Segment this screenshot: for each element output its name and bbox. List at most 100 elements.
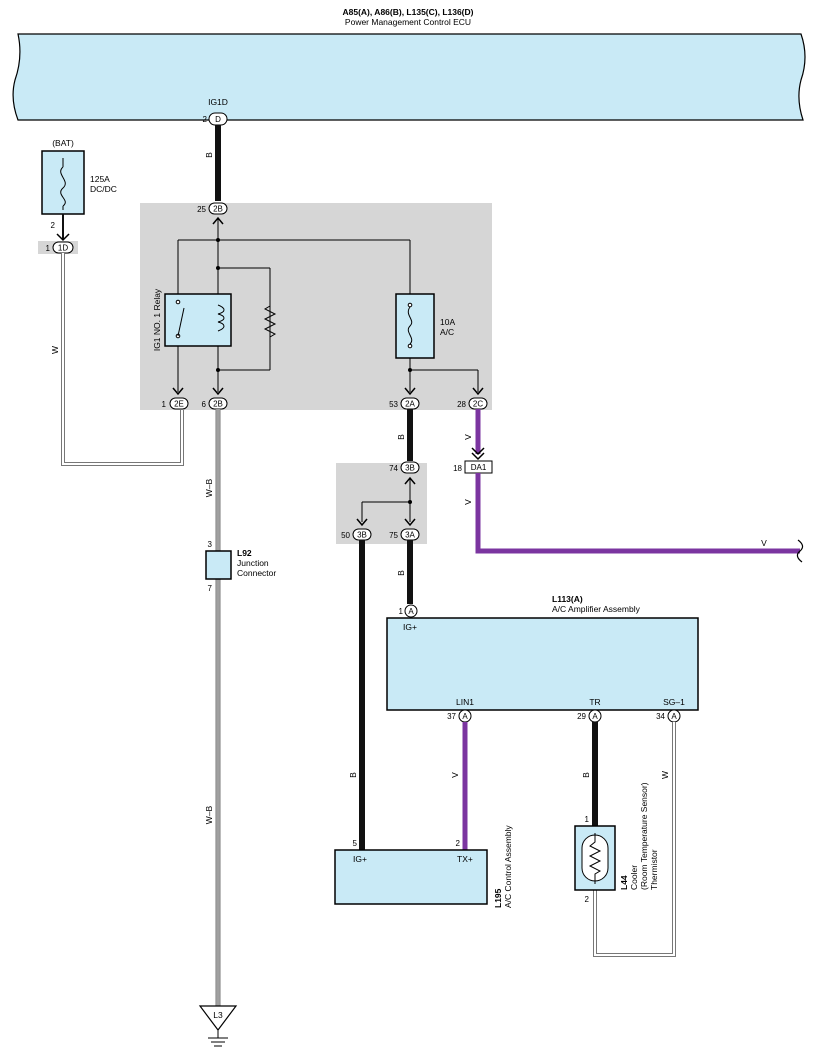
- connector-53-num: 53: [389, 400, 398, 409]
- svg-text:3A: 3A: [405, 531, 415, 540]
- svg-text:A: A: [408, 607, 414, 616]
- connector-da1: DA1: [464, 460, 493, 474]
- svg-text:A: A: [592, 712, 598, 721]
- connector-50-num: 50: [341, 531, 350, 540]
- amp-box: [386, 617, 699, 711]
- fuse-bat-name: DC/DC: [90, 184, 117, 194]
- connector-75-num: 75: [389, 531, 398, 540]
- fuse-ac-box: [395, 293, 435, 359]
- amp-name: A/C Amplifier Assembly: [552, 604, 641, 614]
- amp-lin1-label: LIN1: [456, 697, 474, 707]
- fuse-ac-rating: 10A: [440, 317, 455, 327]
- l195-tx-label: TX+: [457, 854, 473, 864]
- connector-25-2b: 2B: [208, 202, 228, 215]
- wire-b-label-5: B: [581, 772, 591, 778]
- l92-line2: Connector: [237, 568, 276, 578]
- connector-1d-num: 1: [46, 244, 51, 253]
- fuse-bat-rating: 125A: [90, 174, 110, 184]
- connector-amp-ig: A: [404, 604, 418, 618]
- wire-w-sg-inner: [594, 722, 675, 956]
- ecu-terminal-label: IG1D: [208, 97, 228, 107]
- connector-1d: 1D: [52, 241, 74, 254]
- node-4: [408, 368, 412, 372]
- connector-6-2b: 2B: [208, 397, 228, 410]
- bat-label: (BAT): [52, 138, 74, 148]
- wire-b-label-4: B: [348, 772, 358, 778]
- wire-b-label-2: B: [396, 434, 406, 440]
- l195-pin-ig: 5: [353, 839, 358, 848]
- arrow-2c: [472, 387, 484, 396]
- wire-v-label-4: V: [450, 772, 460, 778]
- ecu-codes: A85(A), A86(B), L135(C), L136(D): [343, 7, 474, 17]
- arrow-50: [356, 518, 368, 527]
- wire-wb-label-2: W–B: [204, 805, 214, 824]
- wire-break-icon: [796, 539, 804, 563]
- relay-label: IG1 NO. 1 Relay: [152, 288, 162, 351]
- svg-text:2C: 2C: [473, 400, 483, 409]
- l195-ig-label: IG+: [353, 854, 367, 864]
- svg-text:2E: 2E: [174, 400, 184, 409]
- svg-text:DA1: DA1: [471, 463, 487, 472]
- ground-triangle: [198, 1005, 238, 1031]
- wire-wb-label-1: W–B: [204, 478, 214, 497]
- l44-line1: Cooler: [629, 865, 639, 890]
- fuse-bat-icon: [60, 158, 66, 210]
- arrow-2a: [404, 387, 416, 396]
- l195-box: [334, 849, 488, 905]
- node-3: [216, 368, 220, 372]
- wire-w-loop-inner: [62, 253, 183, 465]
- fuse-bat-pin: 2: [51, 221, 56, 230]
- svg-text:A: A: [462, 712, 468, 721]
- l44-code: L44: [619, 875, 629, 890]
- wire-v-label-3: V: [761, 538, 767, 548]
- thermistor-icon: [588, 833, 602, 884]
- wire-w-label: W: [50, 346, 60, 354]
- connector-amp-sg: A: [667, 709, 681, 723]
- connector-amp-tr: A: [588, 709, 602, 723]
- connector-6-num: 6: [202, 400, 207, 409]
- wire-b-label-3: B: [396, 570, 406, 576]
- ecu-pin-number: 2: [203, 115, 208, 124]
- ecu-name: Power Management Control ECU: [345, 17, 471, 27]
- connector-50-3b: 3B: [352, 528, 372, 541]
- resistor-icon: [263, 302, 277, 342]
- connector-28-num: 28: [457, 400, 466, 409]
- svg-text:D: D: [215, 115, 221, 124]
- ecu-box: [12, 33, 806, 121]
- connector-74-num: 74: [389, 464, 398, 473]
- wire-v-da1-offpage: [475, 473, 800, 554]
- l44-line2: (Room Temperature Sensor): [639, 782, 649, 890]
- svg-text:1D: 1D: [58, 244, 68, 253]
- ground-icon: [208, 1030, 228, 1047]
- l195-name: A/C Control Assembly: [503, 825, 513, 908]
- l44-pin-top: 1: [585, 815, 590, 824]
- fuse-ac-icon: [407, 302, 413, 349]
- connector-75-3a: 3A: [400, 528, 420, 541]
- ground-label: L3: [213, 1010, 223, 1020]
- connector-28-2c: 2C: [468, 397, 488, 410]
- l92-code: L92: [237, 548, 252, 558]
- wire-v-label-1: V: [463, 434, 473, 440]
- relay-box: [164, 293, 232, 347]
- connector-53-2a: 2A: [400, 397, 420, 410]
- svg-text:3B: 3B: [357, 531, 367, 540]
- da1-num: 18: [453, 464, 462, 473]
- arrow-2e: [172, 387, 184, 396]
- svg-text:2B: 2B: [213, 205, 223, 214]
- l44-line3: Thermistor: [649, 849, 659, 890]
- connector-1-num: 1: [162, 400, 167, 409]
- wire-b-label-1: B: [204, 152, 214, 158]
- arrow-1d: [56, 233, 70, 242]
- svg-text:2B: 2B: [213, 400, 223, 409]
- amp-ig-label: IG+: [403, 622, 417, 632]
- wire-w-label-2: W: [660, 771, 670, 779]
- fuse-ac-name: A/C: [440, 327, 454, 337]
- l92-line1: Junction: [237, 558, 269, 568]
- arrow-2b-6: [212, 387, 224, 396]
- arrow-da1-a: [471, 447, 485, 456]
- connector-74-3b: 3B: [400, 461, 420, 474]
- node-1: [216, 238, 220, 242]
- connector-amp-lin1: A: [458, 709, 472, 723]
- arrow-da1-b: [471, 452, 485, 461]
